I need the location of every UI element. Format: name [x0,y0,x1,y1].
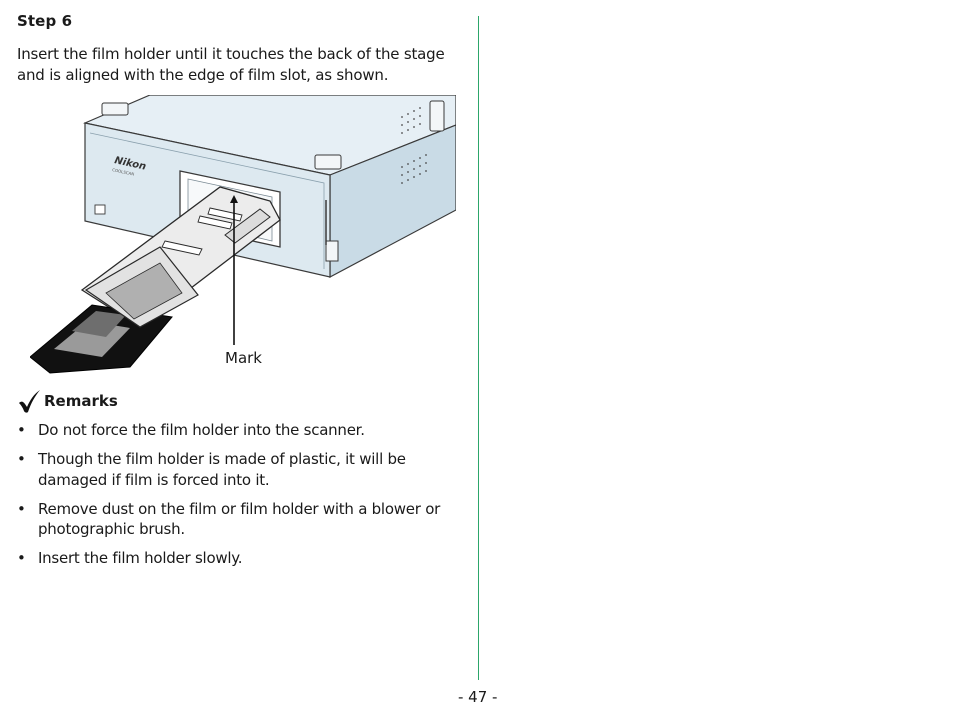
scanner-vents [401,107,427,184]
remarks-list: • Do not force the film holder into the s… [17,420,467,577]
step-heading: Step 6 [17,12,73,30]
bullet-icon: • [17,450,26,468]
list-item-text: Though the film holder is made of plasti… [38,450,406,489]
bullet-icon: • [17,549,26,567]
film-holder-windows [161,207,243,256]
list-item-text: Insert the film holder slowly. [38,549,243,567]
step-instruction: Insert the film holder until it touches … [17,45,445,84]
list-item: • Insert the film holder slowly. [17,548,467,569]
power-button [94,204,106,215]
list-item: • Though the film holder is made of plast… [17,449,467,490]
model-label: COOLSCAN [112,167,135,177]
column-divider [478,16,479,680]
page-number: - 47 - [458,688,498,706]
film-holder-insertion-illustration: Nikon COOLSCAN [30,95,456,374]
remarks-heading: Remarks [17,388,118,414]
list-item-text: Remove dust on the film or film holder w… [38,499,441,539]
bullet-icon: • [17,499,26,518]
remarks-title: Remarks [44,392,118,410]
list-item: • Do not force the film holder into the s… [17,420,467,441]
list-item-text: Do not force the film holder into the sc… [38,421,365,439]
bullet-icon: • [17,421,26,439]
mark-label: Mark [225,349,262,367]
list-item: • Remove dust on the film or film holder … [17,499,467,540]
checkmark-icon [19,390,40,413]
